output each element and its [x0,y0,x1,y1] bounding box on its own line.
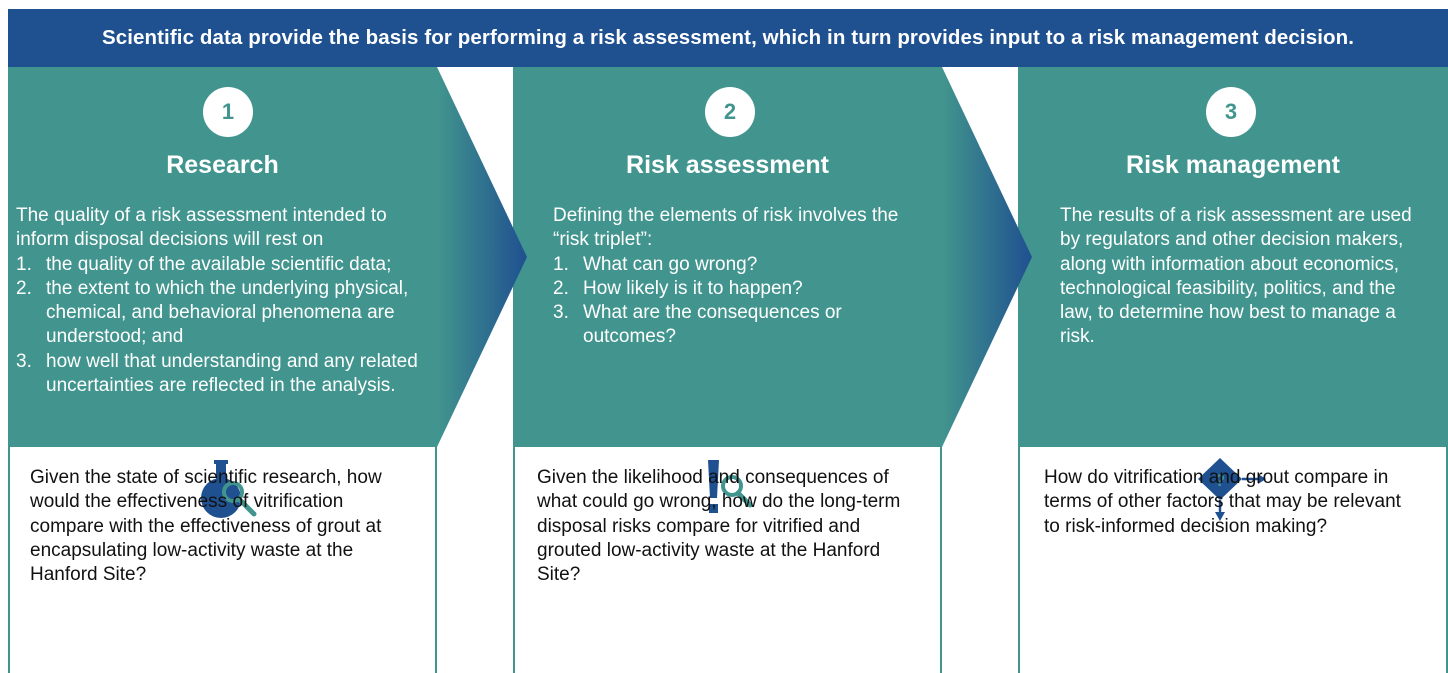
list-item-text: What are the consequences or outcomes? [583,302,842,348]
list-item: 1. the quality of the available scientifi… [16,253,434,277]
list-item-number: 3. [16,350,32,372]
flask-magnifier-icon [201,460,257,518]
step-description: The results of a risk assessment are use… [1060,204,1420,350]
step-intro: Defining the elements of risk involves t… [553,205,899,251]
list-item-number: 1. [553,253,569,275]
step-panel: 3 Risk management The results of a risk … [1018,67,1448,447]
step-title: Risk management [1126,151,1340,179]
exclamation-magnifier-icon [708,460,753,513]
list-item: 2. the extent to which the underlying phy… [16,277,434,350]
step-intro: The results of a risk assessment are use… [1060,205,1412,348]
list-item-number: 2. [553,277,569,299]
guiding-question: How do vitrification and grout compare i… [1044,467,1401,537]
list-item-number: 3. [553,302,569,324]
list-item-number: 2. [16,277,32,299]
question-panel [513,447,942,673]
list-item: 3. What are the consequences or outcomes? [553,301,913,350]
banner-title: Scientific data provide the basis for pe… [8,9,1448,67]
list-item: 3. how well that understanding and any re… [16,350,434,399]
step-title: Risk assessment [626,151,829,179]
list-item-text: the extent to which the underlying physi… [46,277,409,348]
step-description: Defining the elements of risk involves t… [553,204,913,350]
list-item: 1. What can go wrong? [553,253,913,277]
decision-diamond-icon: ? [1198,458,1266,521]
svg-text:?: ? [1215,471,1225,490]
chevron-arrow-2 [942,67,1032,447]
step-panel: 1 Research The quality of a risk assessm… [8,67,437,447]
step-number-badge: 1 [203,87,253,137]
step-number-badge: 3 [1206,87,1256,137]
guiding-question: Given the likelihood and consequences of… [537,467,901,586]
list-item-text: What can go wrong? [583,253,758,275]
list-item-text: the quality of the available scientific … [46,253,392,275]
step-title: Research [166,151,279,179]
list-item-text: How likely is it to happen? [583,277,803,299]
list-item: 2. How likely is it to happen? [553,277,913,301]
step-intro: The quality of a risk assessment intende… [16,205,387,251]
guiding-question: Given the state of scientific research, … [30,467,382,586]
step-panel: 2 Risk assessment Defining the elements … [513,67,942,447]
step-number-badge: 2 [705,87,755,137]
step-description: The quality of a risk assessment intende… [16,204,434,398]
list-item-number: 1. [16,253,32,275]
list-item-text: how well that understanding and any rela… [46,350,418,397]
chevron-arrow-1 [437,67,527,447]
